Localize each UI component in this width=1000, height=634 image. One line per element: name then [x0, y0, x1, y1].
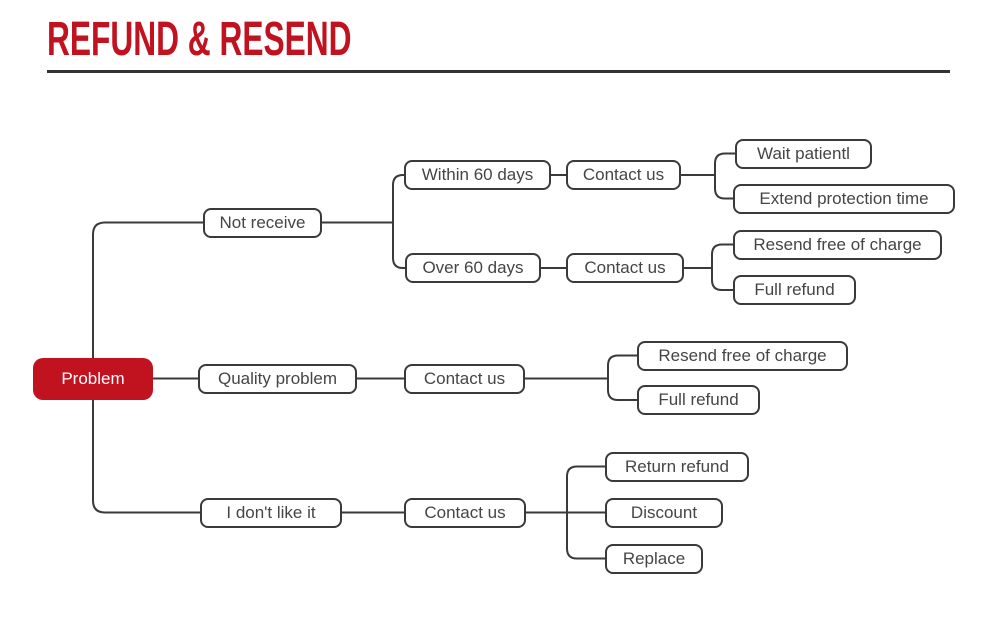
node-contact-us-quality: Contact us	[404, 363, 525, 394]
node-over-60-days: Over 60 days	[405, 253, 541, 283]
edge-contact1-fork	[714, 152, 736, 200]
edge-contact4-fork	[566, 465, 606, 560]
node-wait-patientl: Wait patientl	[735, 138, 872, 169]
node-extend-protection-time: Extend protection time	[733, 183, 955, 214]
title-underline	[47, 70, 950, 73]
node-resend-free-of-charge-2: Resend free of charge	[637, 340, 848, 371]
node-replace: Replace	[605, 543, 703, 574]
node-return-refund: Return refund	[605, 451, 749, 482]
node-full-refund-1: Full refund	[733, 275, 856, 305]
node-problem: Problem	[33, 358, 153, 400]
node-discount: Discount	[605, 497, 723, 528]
node-full-refund-2: Full refund	[637, 385, 760, 415]
node-resend-free-of-charge-1: Resend free of charge	[733, 229, 942, 260]
edge-contact2-fork	[711, 243, 734, 291]
node-quality-problem: Quality problem	[198, 363, 357, 394]
page-title: REFUND & RESEND	[47, 13, 352, 66]
node-contact-us-dontlike: Contact us	[404, 497, 526, 528]
edge-notreceive-fork	[392, 174, 406, 269]
node-not-receive: Not receive	[203, 207, 322, 238]
node-contact-us-within60: Contact us	[566, 160, 681, 190]
node-contact-us-over60: Contact us	[566, 253, 684, 283]
node-i-dont-like-it: I don't like it	[200, 497, 342, 528]
edge-contact3-fork	[607, 354, 638, 401]
node-within-60-days: Within 60 days	[404, 160, 551, 190]
